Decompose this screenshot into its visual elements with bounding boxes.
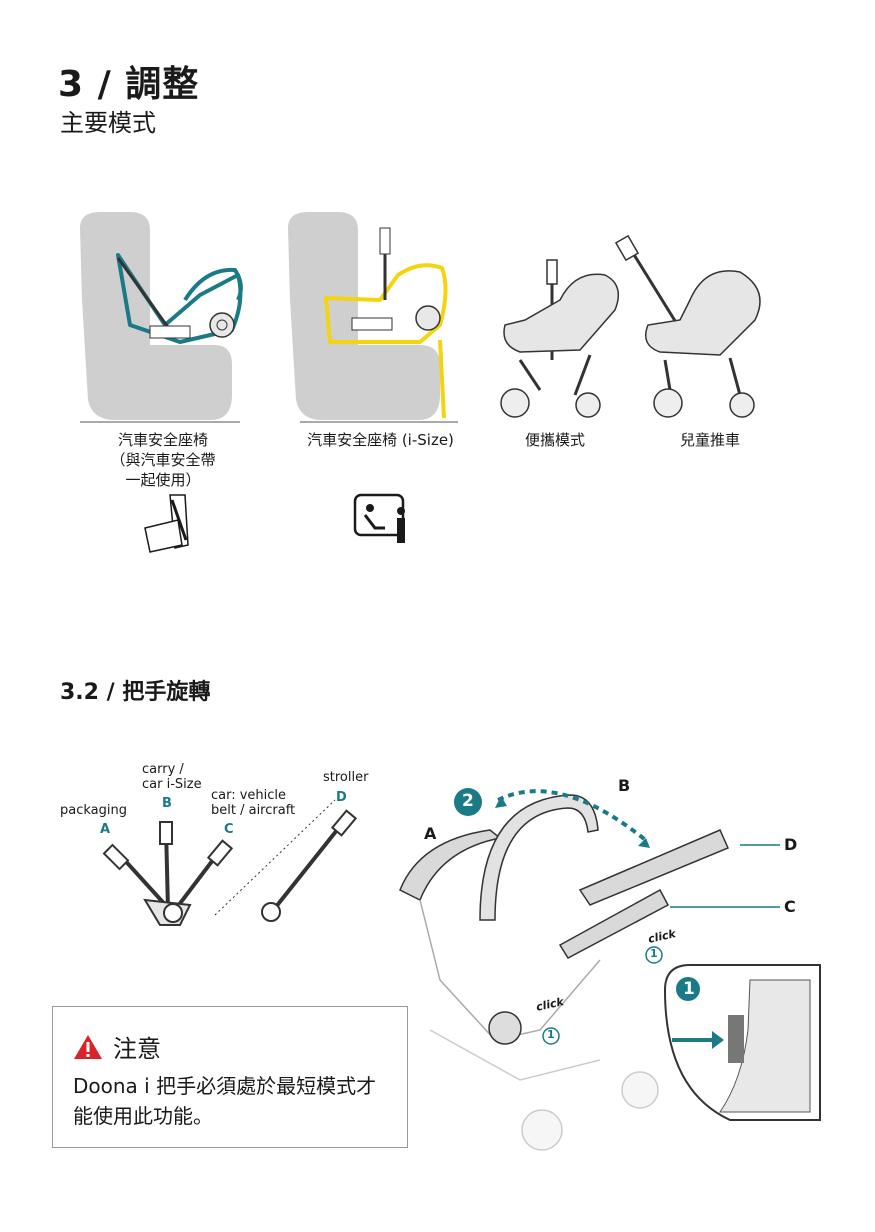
warning-box: 注意 Doona i 把手必須處於最短模式才能使用此功能。 <box>52 1006 408 1148</box>
step-1-number: 1 <box>650 947 658 960</box>
warning-triangle-icon <box>74 1034 102 1059</box>
label-carry: carry / car i-Size <box>142 762 202 792</box>
mode-stroller-illustration <box>614 234 761 418</box>
step-1-ring <box>542 1027 560 1045</box>
section-title: 3.2 / 把手旋轉 <box>60 680 211 705</box>
inset-step-1-number: 1 <box>683 979 695 999</box>
diagram-letter-a: A <box>424 824 437 843</box>
page-title: 3 / 調整 <box>58 64 200 105</box>
mode-car-seat-belt-illustration <box>80 212 243 423</box>
diagram-letter-b: B <box>618 776 631 795</box>
zoom-inset <box>663 964 821 1121</box>
label-packaging: packaging <box>60 803 127 818</box>
handle-rotation-diagram <box>399 789 780 1151</box>
diagram-letter-c: C <box>784 897 796 916</box>
diagram-letter-d: D <box>784 835 798 854</box>
letter-c: C <box>224 822 234 837</box>
page-subtitle: 主要模式 <box>60 109 156 137</box>
mode-caption-car-seat-belt: 汽車安全座椅 （與汽車安全帶 一起使用） <box>110 431 216 489</box>
letter-a: A <box>100 822 111 837</box>
mode-caption-car-seat-isize: 汽車安全座椅 (i-Size) <box>307 431 454 449</box>
seat-belt-icon <box>144 494 189 553</box>
step-1-number: 1 <box>547 1028 555 1041</box>
warning-heading: 注意 <box>73 1029 161 1064</box>
mode-travel-illustration <box>500 259 620 418</box>
isofix-i-icon <box>353 493 405 543</box>
warning-heading-text: 注意 <box>113 1035 161 1063</box>
label-car-vehicle-belt: car: vehicle belt / aircraft <box>211 788 296 818</box>
step-2-badge <box>454 788 482 816</box>
step-1-ring <box>645 946 663 964</box>
label-stroller: stroller <box>323 770 369 785</box>
warning-body: Doona i 把手必須處於最短模式才能使用此功能。 <box>73 1074 377 1128</box>
step-2-number: 2 <box>462 791 474 811</box>
letter-d: D <box>336 790 347 805</box>
mode-caption-stroller: 兒童推車 <box>679 431 740 449</box>
mode-caption-travel: 便攜模式 <box>524 431 585 449</box>
handle-fan-diagram <box>102 799 358 926</box>
mode-car-seat-isize-illustration <box>288 212 458 423</box>
letter-b: B <box>162 796 172 811</box>
